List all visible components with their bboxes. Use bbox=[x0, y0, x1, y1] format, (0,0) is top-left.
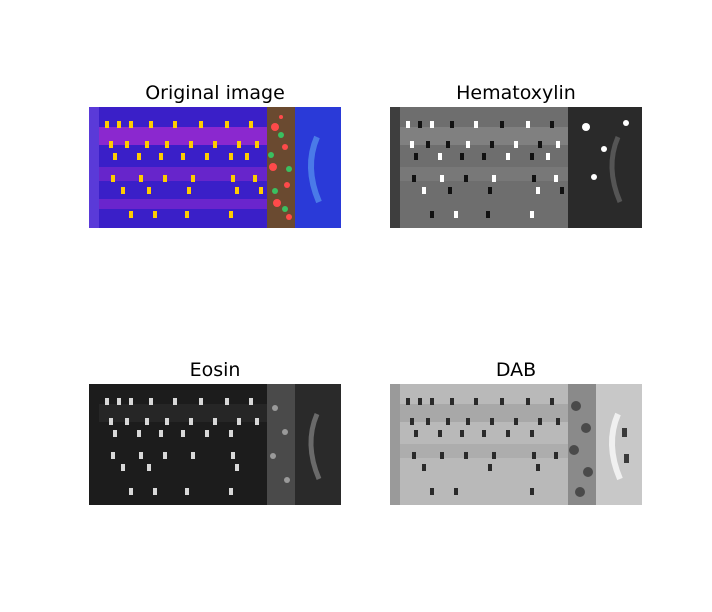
original-image-svg bbox=[89, 107, 341, 228]
panel-image-hematoxylin bbox=[390, 107, 642, 228]
panel-image-eosin bbox=[89, 384, 341, 505]
hematoxylin-image-svg bbox=[390, 107, 642, 228]
panel-title-original: Original image bbox=[145, 82, 285, 104]
panel-title-eosin: Eosin bbox=[189, 359, 241, 381]
panel-title-dab: DAB bbox=[495, 359, 537, 381]
eosin-image-svg bbox=[89, 384, 341, 505]
panel-title-hematoxylin: Hematoxylin bbox=[456, 82, 576, 104]
panel-image-dab bbox=[390, 384, 642, 505]
dab-image-svg bbox=[390, 384, 642, 505]
panel-image-original bbox=[89, 107, 341, 228]
